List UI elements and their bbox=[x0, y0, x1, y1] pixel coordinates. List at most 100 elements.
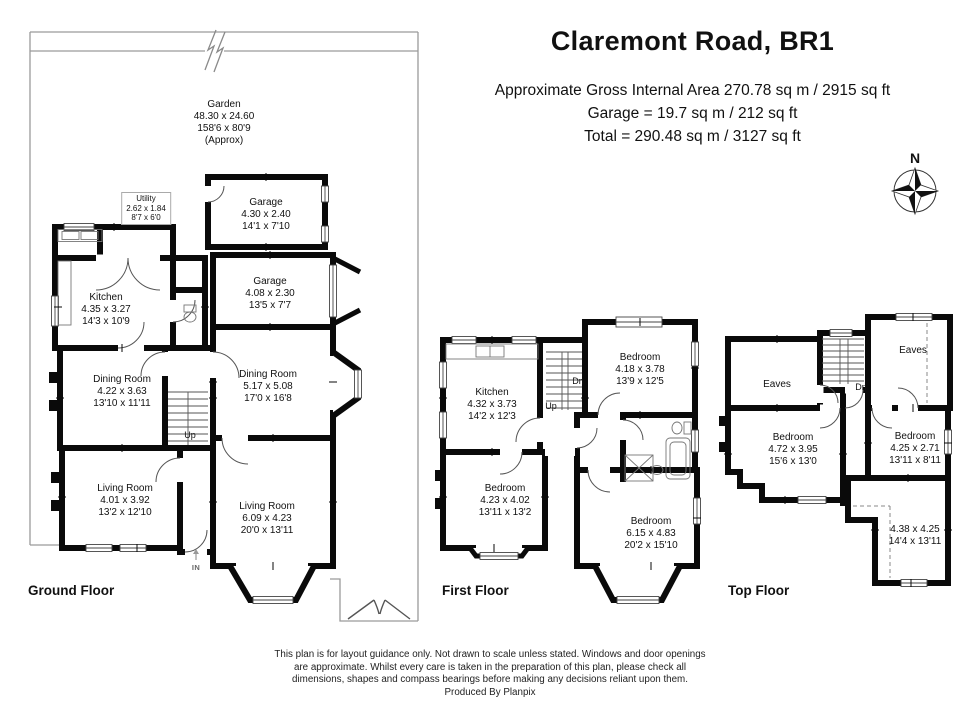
room-label-eaves-left: Eaves bbox=[763, 379, 791, 391]
room-imperial: 13'5 x 7'7 bbox=[248, 300, 292, 311]
window bbox=[691, 341, 699, 367]
ground-floor-stairs bbox=[168, 391, 208, 445]
disclaimer-line: are approximate. Whilst every care is ta… bbox=[293, 661, 687, 673]
garage-door-opening bbox=[329, 264, 337, 318]
stairs-direction: Dn bbox=[572, 376, 584, 386]
room-label-dining-left: Dining Room 4.22 x 3.63 13'10 x 11'11 bbox=[93, 374, 151, 410]
top-floor-doors bbox=[816, 384, 919, 429]
window bbox=[829, 329, 853, 337]
room-metric: 5.17 x 5.08 bbox=[243, 381, 293, 392]
room-name: Garage bbox=[253, 276, 287, 287]
room-name: Bedroom bbox=[772, 432, 814, 443]
room-label-garage-front: Garage 4.08 x 2.30 13'5 x 7'7 bbox=[245, 276, 294, 312]
stairs-down-label-top: Dn bbox=[855, 381, 867, 393]
window bbox=[900, 579, 928, 587]
room-name: Dining Room bbox=[239, 369, 297, 380]
room-metric: 4.23 x 4.02 bbox=[480, 495, 530, 506]
room-imperial: 17'0 x 16'8 bbox=[244, 393, 292, 404]
room-metric: 4.18 x 3.78 bbox=[615, 364, 665, 375]
window bbox=[944, 429, 952, 455]
ground-floor-fixtures bbox=[57, 229, 197, 326]
produced-by: Produced By Planpix bbox=[444, 686, 536, 698]
window bbox=[693, 497, 701, 525]
room-metric: 2.62 x 1.84 bbox=[126, 203, 166, 213]
room-note: (Approx) bbox=[204, 135, 244, 146]
window bbox=[615, 316, 663, 328]
top-floor-walls bbox=[725, 314, 953, 586]
room-metric: 4.32 x 3.73 bbox=[467, 399, 517, 410]
window bbox=[797, 496, 827, 504]
first-floor-windows bbox=[439, 316, 701, 604]
floor-title-ground: Ground Floor bbox=[28, 583, 115, 598]
room-name: Utility bbox=[136, 194, 156, 203]
room-label-eaves-right: Eaves bbox=[899, 345, 927, 357]
room-metric: 6.09 x 4.23 bbox=[242, 513, 292, 524]
room-imperial: 13'9 x 12'5 bbox=[616, 376, 664, 387]
room-name: Bedroom bbox=[630, 516, 672, 527]
room-imperial: 158'6 x 80'9 bbox=[197, 123, 251, 134]
window bbox=[895, 313, 933, 321]
disclaimer-line: This plan is for layout guidance only. N… bbox=[274, 649, 706, 660]
stairs-down-label-first: Dn bbox=[572, 375, 584, 387]
disclaimer-line: dimensions, shapes and compass bearings … bbox=[292, 674, 688, 686]
room-metric: 4.01 x 3.92 bbox=[100, 495, 150, 506]
room-name: Living Room bbox=[239, 501, 295, 512]
room-name: Eaves bbox=[899, 345, 927, 356]
room-label-bedroom-left-top: Bedroom 4.72 x 3.95 15'6 x 13'0 bbox=[768, 432, 817, 468]
window bbox=[321, 225, 329, 243]
room-imperial: 14'2 x 12'3 bbox=[468, 411, 516, 422]
window bbox=[85, 544, 113, 552]
room-label-dining-right: Dining Room 5.17 x 5.08 17'0 x 16'8 bbox=[239, 369, 297, 405]
room-metric: 6.15 x 4.83 bbox=[626, 528, 676, 539]
window bbox=[451, 336, 477, 344]
garden-boundary bbox=[29, 29, 419, 622]
window bbox=[439, 411, 447, 439]
plan-header: Claremont Road, BR1 Approximate Gross In… bbox=[415, 26, 970, 148]
room-imperial: 20'0 x 13'11 bbox=[240, 525, 294, 536]
stairs-direction: Up bbox=[184, 430, 196, 440]
window bbox=[321, 185, 329, 203]
room-imperial: 13'11 x 13'2 bbox=[478, 507, 532, 518]
room-metric: 4.38 x 4.25 bbox=[890, 524, 940, 535]
room-name: Living Room bbox=[97, 483, 153, 494]
stairs-direction: Dn bbox=[855, 382, 867, 392]
room-metric: 4.72 x 3.95 bbox=[768, 444, 818, 455]
first-floor-doors bbox=[499, 392, 644, 493]
room-label-loft-room: 4.38 x 4.25 14'4 x 13'11 bbox=[889, 524, 942, 548]
compass-rose: N bbox=[890, 150, 940, 216]
entrance-text: IN bbox=[191, 563, 201, 572]
window bbox=[63, 223, 95, 231]
room-imperial: 14'1 x 7'10 bbox=[242, 221, 290, 232]
room-metric: 4.35 x 3.27 bbox=[81, 304, 131, 315]
room-name: Garden bbox=[207, 99, 241, 110]
window bbox=[616, 596, 660, 604]
room-metric: 4.08 x 2.30 bbox=[245, 288, 295, 299]
room-imperial: 14'3 x 10'9 bbox=[82, 316, 130, 327]
room-metric: 4.25 x 2.71 bbox=[890, 443, 940, 454]
room-imperial: 20'2 x 15'10 bbox=[624, 540, 678, 551]
room-name: Dining Room bbox=[93, 374, 151, 385]
first-floor-walls bbox=[440, 319, 700, 569]
room-name: Bedroom bbox=[484, 483, 526, 494]
room-label-garage-rear: Garage 4.30 x 2.40 14'1 x 7'10 bbox=[241, 197, 290, 233]
room-label-living-right: Living Room 6.09 x 4.23 20'0 x 13'11 bbox=[239, 501, 295, 537]
room-name: Eaves bbox=[763, 379, 791, 390]
eaves-dashed-lines bbox=[853, 323, 928, 578]
top-floor-windows bbox=[797, 313, 952, 587]
stairs-up-label-ground: Up bbox=[184, 429, 196, 441]
room-label-utility: Utility 2.62 x 1.84 8'7 x 6'0 bbox=[121, 192, 171, 225]
floor-title-first: First Floor bbox=[442, 583, 509, 598]
room-name: Bedroom bbox=[619, 352, 661, 363]
room-metric: 4.30 x 2.40 bbox=[241, 209, 291, 220]
dimension-ticks bbox=[54, 173, 952, 587]
room-label-living-left: Living Room 4.01 x 3.92 13'2 x 12'10 bbox=[97, 483, 153, 519]
room-imperial: 8'7 x 6'0 bbox=[131, 213, 161, 222]
window bbox=[252, 596, 294, 604]
disclaimer: This plan is for layout guidance only. N… bbox=[0, 649, 980, 699]
chimney-breasts bbox=[49, 372, 727, 511]
room-imperial: 15'6 x 13'0 bbox=[769, 456, 817, 467]
ground-floor-doors bbox=[95, 185, 249, 556]
compass-north-label: N bbox=[910, 150, 920, 166]
first-floor-stairs bbox=[546, 351, 582, 410]
